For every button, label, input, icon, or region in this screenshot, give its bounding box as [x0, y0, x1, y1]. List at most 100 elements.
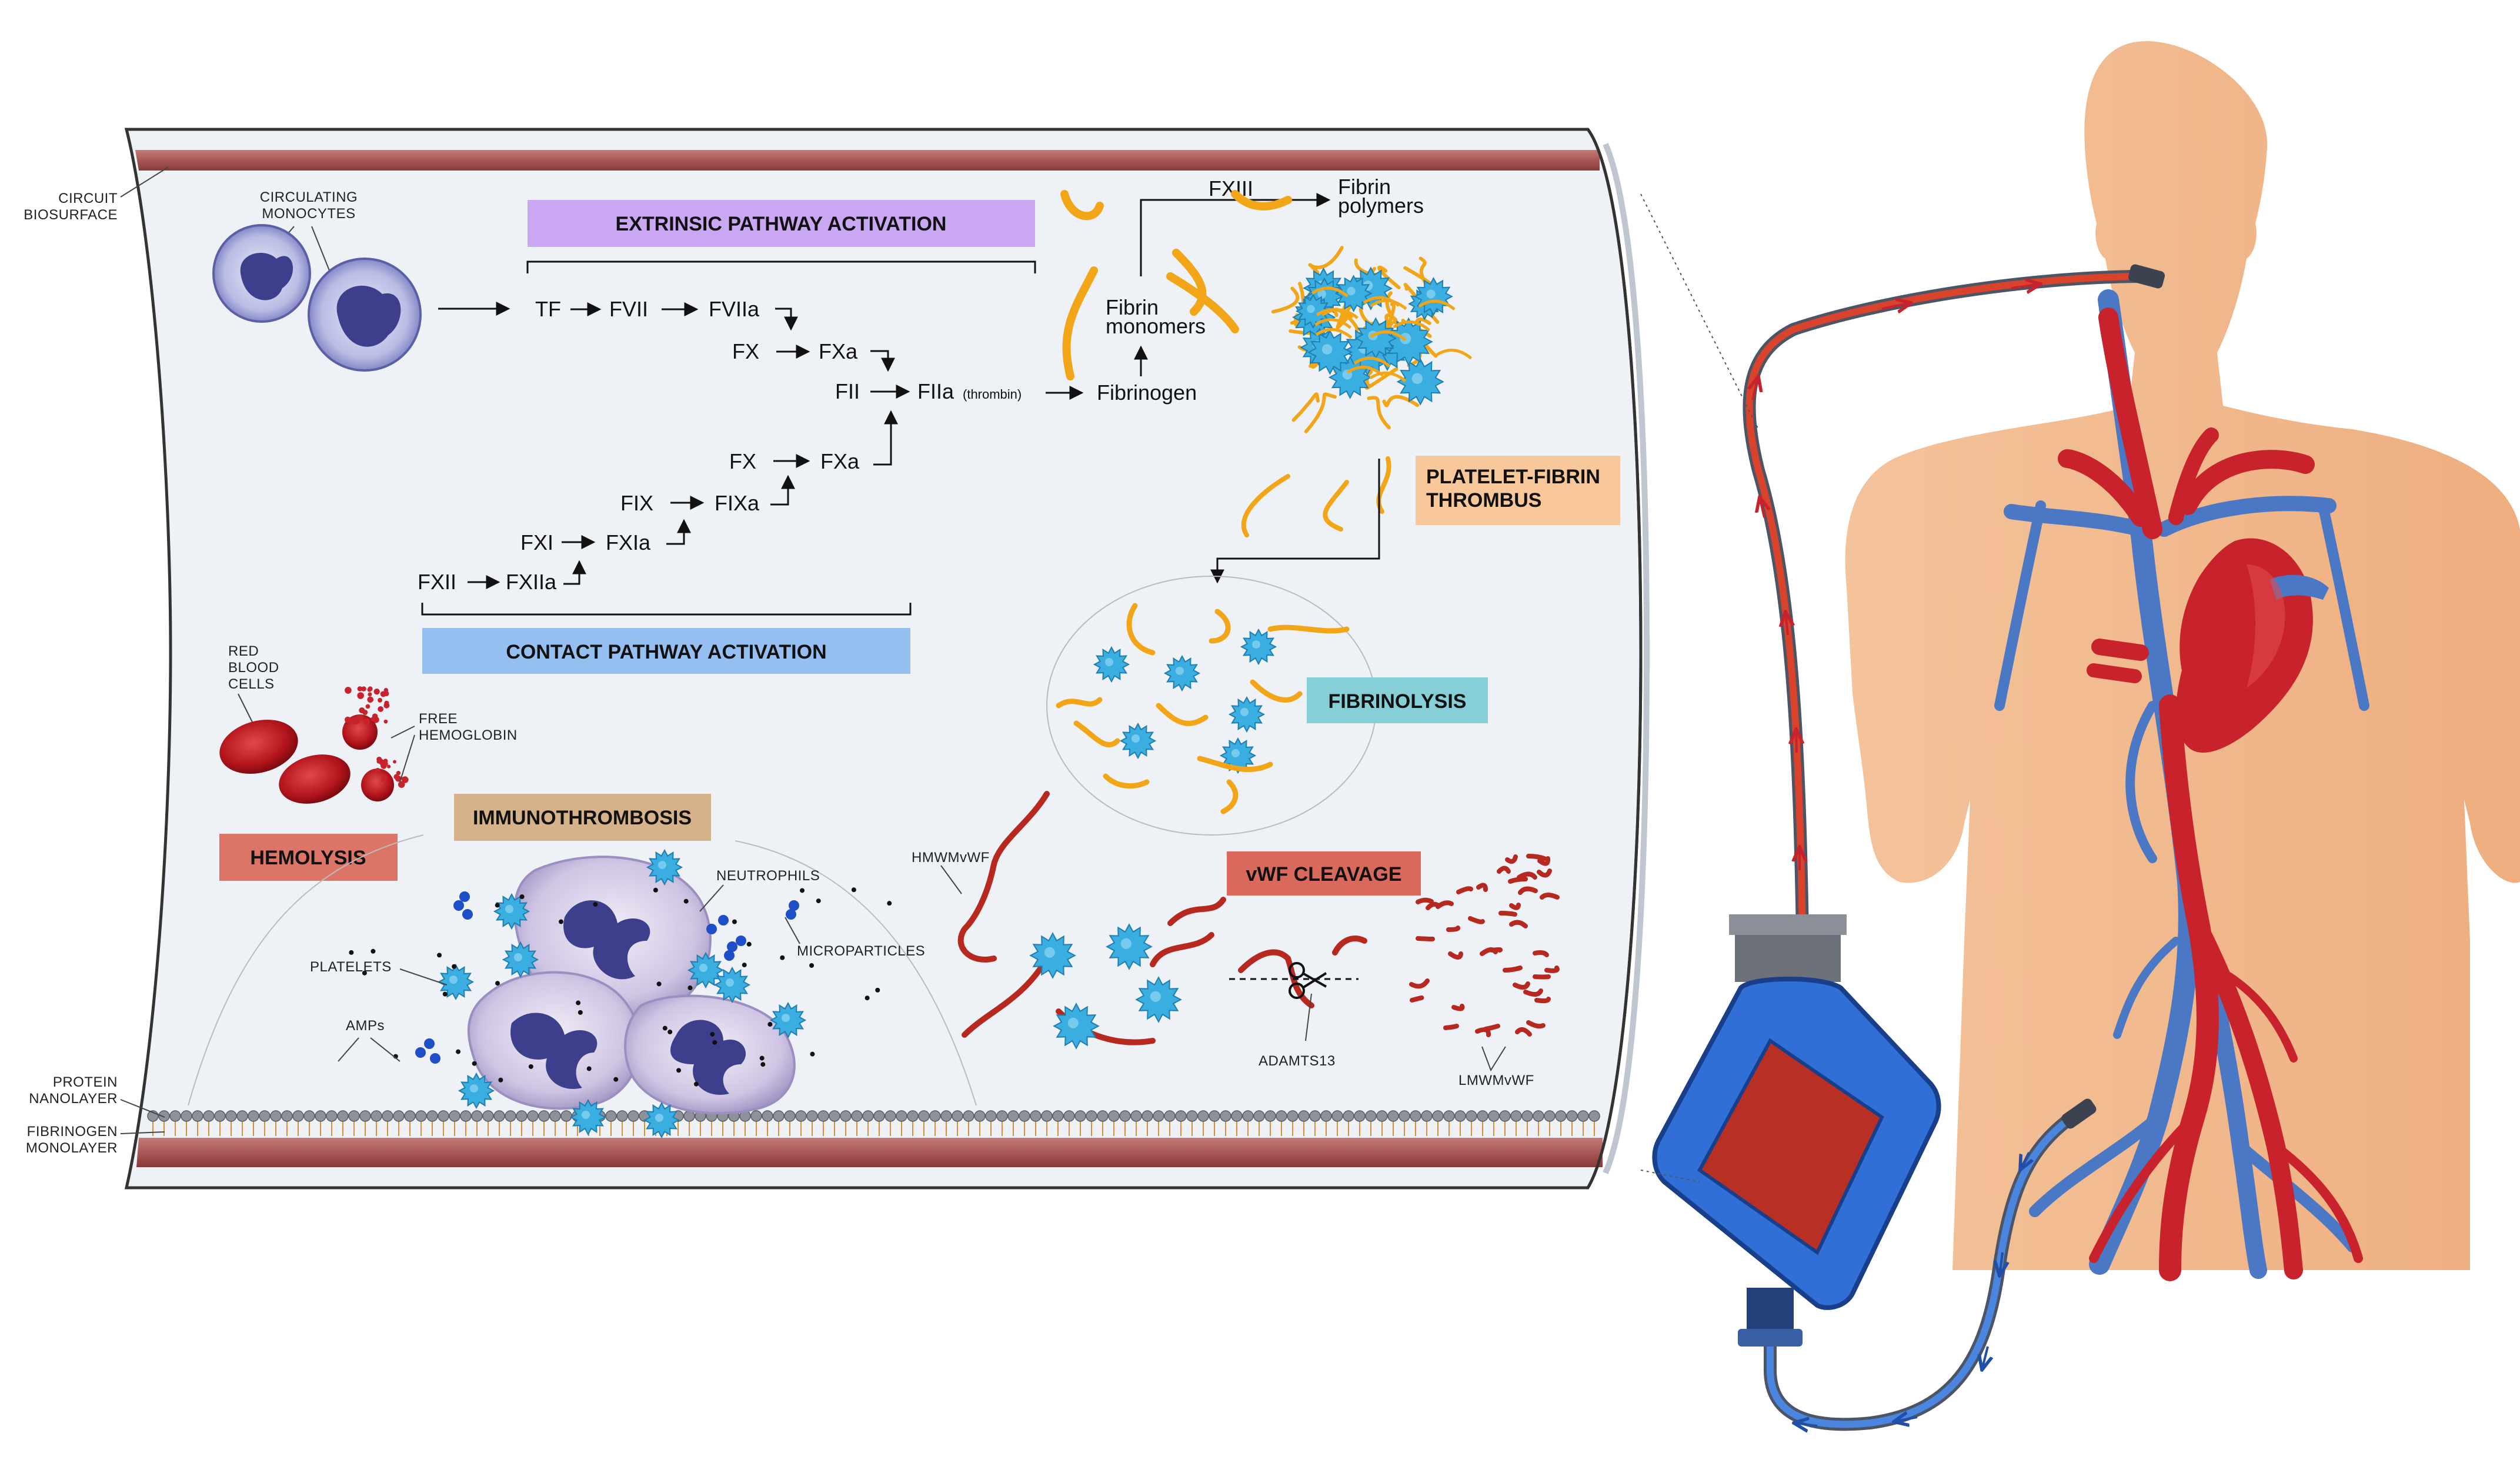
fibrin-fragment — [1250, 679, 1303, 703]
amp-dot — [693, 1081, 699, 1087]
protein-bead — [1097, 1110, 1109, 1122]
hgb-dot — [382, 774, 388, 780]
platelet-highlight — [1176, 667, 1184, 675]
cascade-thrombin: (thrombin) — [963, 387, 1022, 402]
lmw-fragment — [1476, 883, 1488, 892]
lmw-fragment — [1451, 1004, 1465, 1011]
protein-bead — [1387, 1110, 1399, 1122]
protein-bead — [1209, 1110, 1220, 1122]
protein-bead — [337, 1110, 349, 1122]
platelet-highlight — [1120, 938, 1132, 949]
fibrin-fragment — [1126, 603, 1156, 656]
protein-bead — [1153, 1110, 1164, 1122]
platelet-highlight — [1132, 734, 1140, 743]
protein-bead — [1220, 1110, 1231, 1122]
amp-dot — [519, 894, 525, 900]
protein-bead — [471, 1110, 483, 1122]
protein-bead — [449, 1110, 460, 1122]
amp-dot — [676, 1068, 682, 1073]
fibrin-strand — [1435, 349, 1473, 360]
protein-bead — [1499, 1110, 1511, 1122]
microparticle — [724, 950, 735, 961]
human-body — [1845, 41, 2520, 1281]
amp-dot — [712, 1040, 717, 1045]
protein-bead — [1432, 1110, 1444, 1122]
lmw-fragment — [1448, 951, 1463, 960]
neutrophil-2-nucleus — [510, 1013, 598, 1089]
amp-dot — [371, 948, 376, 954]
label-circuit-line-1: CIRCUIT — [58, 191, 118, 206]
amp-dot — [349, 950, 354, 955]
lmw-fragment — [1409, 978, 1430, 989]
protein-bead — [795, 1110, 807, 1122]
protein-bead — [1175, 1110, 1187, 1122]
protein-bead — [628, 1110, 639, 1122]
protein-bead — [1030, 1110, 1042, 1122]
label-circuit-biosurface: CIRCUIT BIOSURFACE — [24, 167, 168, 223]
lmw-fragment — [1517, 871, 1537, 880]
fibrin-strand — [1315, 328, 1353, 339]
fibrin-strand — [1393, 320, 1430, 332]
hemolysis-box-label: HEMOLYSIS — [250, 847, 366, 869]
protein-bead — [806, 1110, 818, 1122]
platelet-highlight — [1240, 708, 1249, 716]
protein-bead — [1454, 1110, 1466, 1122]
hgb-dot — [383, 691, 389, 697]
hgb-dot — [398, 781, 405, 788]
lmw-fragment — [1540, 893, 1560, 900]
cascade-tf: TF — [535, 297, 561, 321]
hgb-dot — [365, 704, 371, 709]
hgb-dot — [383, 702, 390, 709]
protein-bead — [281, 1110, 293, 1122]
microparticle — [727, 941, 737, 952]
hgb-dot — [378, 706, 384, 712]
monocyte-1-nucleus — [240, 253, 293, 300]
protein-bead — [1287, 1110, 1299, 1122]
microparticle — [786, 909, 796, 920]
cascade-fixa: FIXa — [715, 491, 760, 515]
platelet-fibrin-thrombus — [1241, 246, 1473, 537]
platelet-highlight — [582, 1111, 590, 1119]
adamts13-scissors: ADAMTS13 — [1229, 936, 1367, 1069]
cascade-fxiia: FXIIa — [506, 570, 557, 594]
free-hgb-label-1: FREE — [419, 711, 458, 727]
microparticle — [430, 1053, 440, 1064]
hmwmvwf-label: HMWMvWF — [912, 850, 990, 866]
platelet-highlight — [514, 953, 522, 961]
hgb-dot — [379, 761, 384, 766]
hgb-dot — [383, 759, 388, 763]
protein-bead — [1521, 1110, 1533, 1122]
protein-bead — [270, 1110, 282, 1122]
protein-bead — [985, 1110, 997, 1122]
fibrin-strand — [1418, 299, 1456, 311]
protein-bead — [862, 1110, 874, 1122]
protein-bead — [1141, 1110, 1153, 1122]
protein-bead — [415, 1110, 427, 1122]
free-hgb-label-2: HEMOGLOBIN — [419, 727, 518, 743]
cascade-fxia: FXIa — [606, 530, 651, 554]
rbc-label-2: BLOOD — [228, 660, 279, 676]
adamts13-label: ADAMTS13 — [1259, 1053, 1336, 1069]
label-protein-line-1: PROTEIN — [53, 1074, 118, 1090]
hgb-dot — [344, 716, 351, 723]
fibrin-strand — [1304, 392, 1337, 433]
fibrin-strand — [1363, 296, 1400, 307]
protein-bead — [460, 1110, 472, 1122]
lmw-fragment — [1534, 997, 1551, 1004]
amp-dot — [656, 981, 662, 987]
protein-bead — [784, 1110, 796, 1122]
fibrin-strand — [1316, 308, 1353, 319]
neutrophils-label: NEUTROPHILS — [716, 868, 820, 884]
arterial-flow-arrows — [1753, 284, 2041, 870]
cascade-fxa-top: FXa — [819, 339, 858, 363]
protein-bead — [1108, 1110, 1120, 1122]
amp-dot — [667, 1030, 673, 1035]
protein-bead — [1443, 1110, 1455, 1122]
hgb-dot — [367, 696, 374, 703]
protein-bead — [1019, 1110, 1030, 1122]
protein-bead — [1298, 1110, 1310, 1122]
protein-bead — [382, 1110, 393, 1122]
amp-dot — [816, 898, 821, 904]
